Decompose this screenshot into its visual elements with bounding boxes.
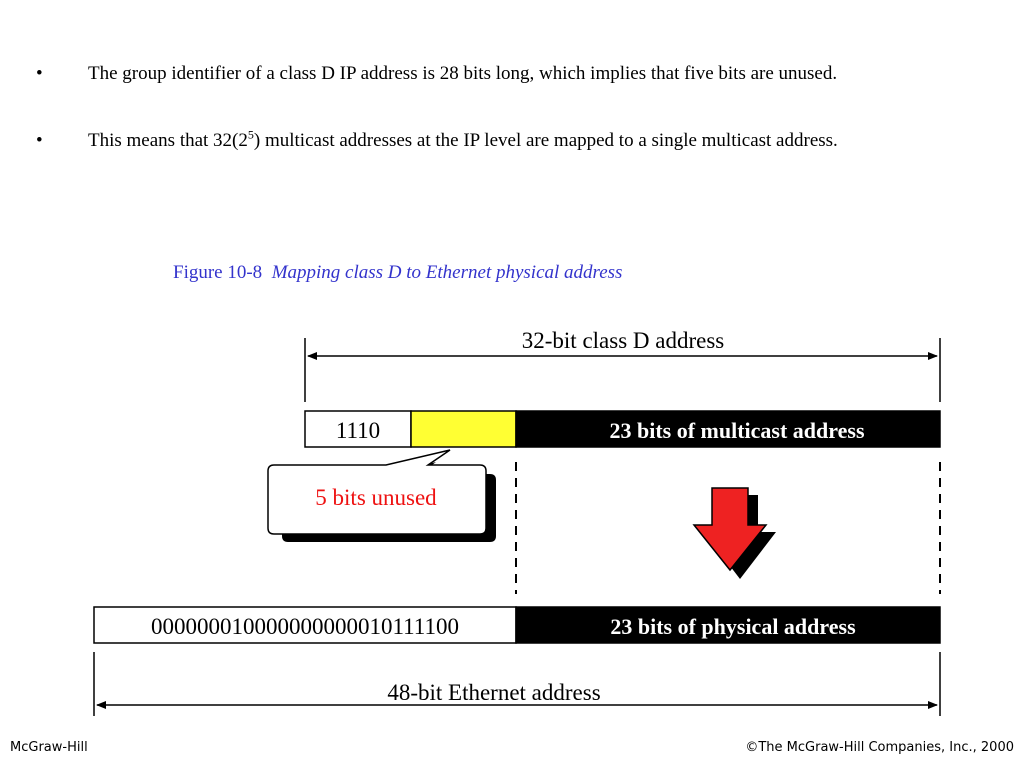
mapping-down-arrow [692,487,776,579]
footer-publisher: McGraw-Hill [10,740,88,755]
bottom-span-label: 48-bit Ethernet address [387,680,600,705]
top-span-label: 32-bit class D address [522,328,725,353]
bullet-1: • The group identifier of a class D IP a… [36,60,936,88]
ethernet-prefix-label: 000000010000000000010111100 [151,614,459,639]
bullet-text: This means that 32(25) multicast address… [88,127,936,155]
footer-copyright: ©The McGraw-Hill Companies, Inc., 2000 [745,740,1014,755]
unused-callout-text: 5 bits unused [315,485,437,510]
ethernet-prefix-field [93,606,517,644]
bullet-text-before: This means that 32(2 [88,130,248,151]
class-prefix-label: 1110 [336,418,380,443]
multicast-bits-field [515,410,941,448]
bullet-marker: • [36,63,43,84]
figure-caption: Figure 10-8 Mapping class D to Ethernet … [173,262,622,284]
class-prefix-field [304,410,412,448]
bullet-text: The group identifier of a class D IP add… [88,63,838,84]
unused-callout: 5 bits unused [267,449,496,542]
bullet-2: • This means that 32(25) multicast addre… [36,127,936,155]
bullet-marker: • [36,130,43,151]
unused-bits-field [410,410,517,448]
bullet-text-after: ) multicast addresses at the IP level ar… [253,130,838,151]
multicast-bits-label: 23 bits of multicast address [609,418,864,443]
figure-label: Figure 10-8 [173,262,263,283]
figure-title: Mapping class D to Ethernet physical add… [271,262,623,283]
physical-bits-field [515,606,941,644]
physical-bits-label: 23 bits of physical address [610,614,856,639]
bullet-superscript: 5 [247,127,254,142]
